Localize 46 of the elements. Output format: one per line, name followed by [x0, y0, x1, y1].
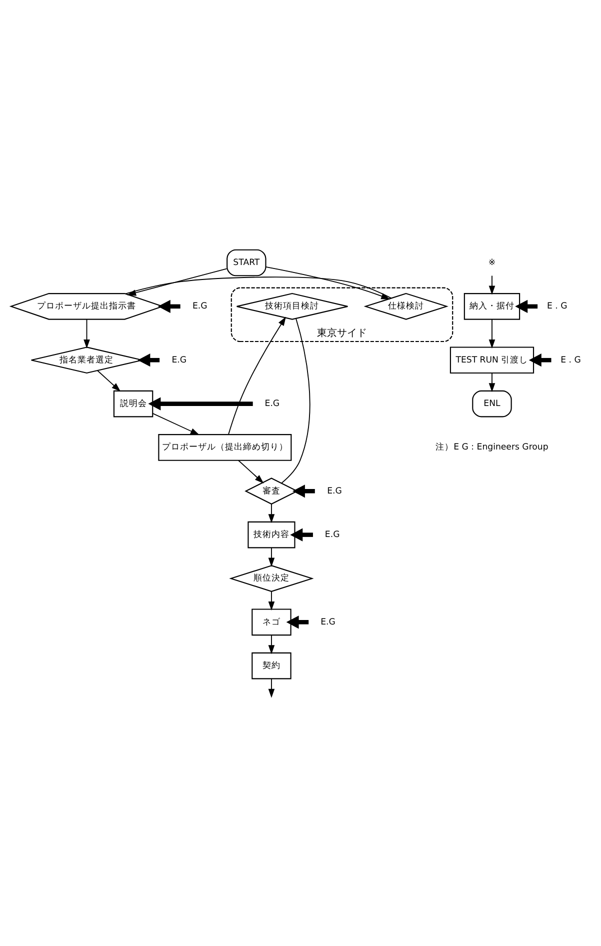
node-box: TEST RUN 引渡し: [450, 346, 534, 374]
arrow: [268, 634, 275, 654]
arrow: [488, 274, 496, 294]
node-box: ENL: [472, 390, 512, 417]
label: 注）E G : Engineers Group: [436, 442, 548, 452]
node-text: E.G: [327, 486, 342, 496]
connector: [125, 276, 392, 298]
node-text: ※: [488, 257, 496, 268]
arrow: [286, 615, 309, 628]
arrow: [268, 590, 275, 610]
node-box: ネゴ: [252, 608, 292, 636]
arrow: [148, 396, 253, 410]
node-text: E.G: [320, 616, 336, 627]
arrow: [152, 412, 200, 435]
arrow: [268, 546, 275, 566]
node-box: 技術内容: [248, 520, 296, 548]
node-text: E.G: [264, 398, 280, 409]
node-diamond: 順位決定: [229, 564, 314, 592]
node-box: 説明会: [113, 390, 154, 417]
arrow: [126, 268, 228, 296]
connector: [281, 318, 310, 483]
node-text: E . G: [560, 354, 581, 365]
arrow: [528, 353, 552, 366]
arrow: [290, 528, 313, 541]
arrow: [238, 459, 264, 483]
node-text: E.G: [324, 530, 340, 540]
arrow: [292, 484, 315, 498]
node-text: E . G: [547, 301, 568, 312]
node-diamond: 技術項目検討: [236, 292, 348, 320]
arrow: [268, 503, 275, 523]
node-box: 納入・据付: [464, 292, 520, 320]
arrow: [97, 370, 121, 392]
node-box: START: [226, 248, 266, 276]
arrow: [138, 353, 160, 366]
arrow: [158, 299, 180, 312]
arrow: [265, 266, 390, 299]
arrow: [268, 678, 275, 698]
arrow: [515, 299, 538, 312]
arrow: [84, 318, 90, 348]
arrow: [488, 318, 496, 348]
node-box: 契約: [252, 652, 292, 679]
arrow: [488, 372, 496, 392]
node-box: プロポーザル（提出締め切り）: [158, 434, 292, 460]
node-text: E.G: [172, 354, 187, 365]
node-text: E.G: [192, 301, 208, 312]
arrow: [228, 316, 286, 434]
